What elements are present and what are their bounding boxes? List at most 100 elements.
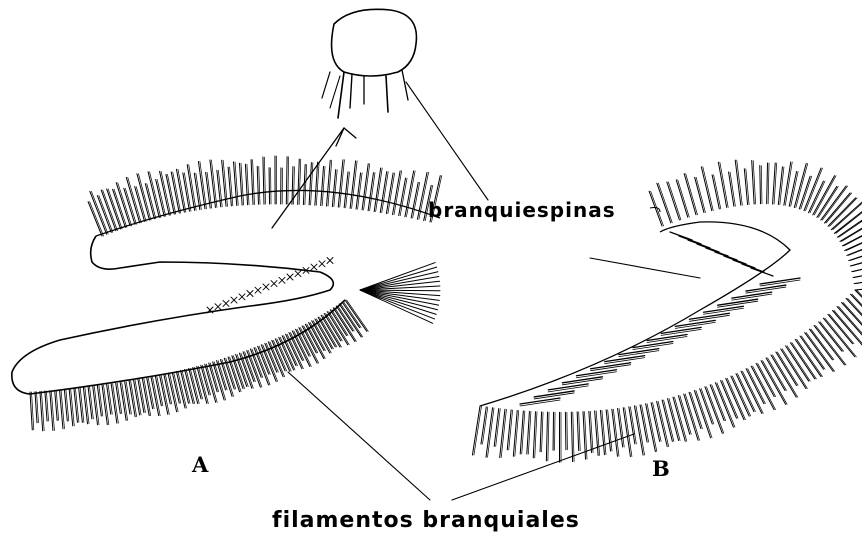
inset-spine — [322, 72, 330, 98]
arch-b-filament — [743, 371, 764, 413]
arch-b-filament — [649, 191, 662, 226]
arch-a-filament — [157, 179, 166, 216]
arch-a-filament — [362, 164, 368, 210]
leader-filamentos-b — [452, 434, 634, 500]
arch-a-filament — [50, 391, 53, 431]
arch-b-filament — [744, 169, 747, 205]
arch-b-filament — [684, 174, 696, 215]
arch-b-filament — [571, 412, 572, 462]
arch-b-raker — [733, 260, 755, 268]
arch-b-raker — [679, 236, 701, 244]
arch-b-filament — [696, 177, 705, 212]
arch-b-filament — [848, 298, 862, 330]
arch-b-raker — [742, 264, 764, 272]
arch-b-filament — [712, 175, 719, 209]
arch-b-filament — [729, 172, 734, 206]
arch-b-filament — [814, 326, 844, 365]
arch-a-filament — [284, 336, 298, 366]
arch-b-filament — [823, 318, 854, 357]
arch-b-filament — [794, 163, 806, 207]
arch-b-filament — [806, 333, 834, 372]
inset-raker-body — [332, 9, 417, 76]
inset-spine — [386, 76, 388, 112]
arch-a-filament — [321, 166, 324, 205]
leader-inset-arrowhead — [344, 128, 356, 138]
arch-a-filament — [131, 381, 137, 417]
arch-a-filament — [139, 379, 145, 412]
arch-b-filament — [474, 406, 482, 455]
label-branquiespinas: branquiespinas — [428, 198, 616, 222]
arch-a-filament — [151, 377, 159, 416]
arch-b-filament — [768, 163, 769, 204]
arch-b-filament — [761, 166, 762, 204]
arch-a-filament — [160, 171, 170, 215]
arch-b-filament — [546, 412, 547, 461]
arch-a-filament — [406, 171, 415, 217]
leader-branquiespinas-b — [590, 258, 700, 278]
arch-b-filament — [816, 326, 846, 365]
arch-a-filament — [257, 166, 258, 204]
arch-b-raker — [688, 240, 710, 248]
arch-b-filament — [703, 167, 713, 211]
arch-b-filament — [678, 396, 689, 435]
arch-b-filament — [791, 171, 798, 206]
arch-b-filament — [647, 404, 657, 452]
leader-filamentos-a — [288, 372, 430, 500]
arch-b-filament — [487, 408, 494, 457]
arch-a-filament — [88, 202, 102, 236]
arch-a-filament — [145, 184, 154, 219]
arch-a-filament — [360, 272, 438, 290]
arch-b-filament — [567, 412, 568, 450]
arch-a-filament — [374, 168, 381, 212]
arch-b-filament — [667, 182, 680, 220]
arch-b-filament — [625, 408, 632, 457]
arch-b-filament — [735, 160, 741, 205]
arch-b-filament — [760, 166, 761, 204]
arch-b-filament — [573, 412, 574, 462]
arch-a-filament — [228, 167, 231, 206]
arch-b-raker — [697, 244, 719, 252]
arch-a-filament — [128, 177, 141, 222]
arch-b-filament — [664, 400, 674, 441]
arch-b-filament — [784, 162, 791, 205]
arch-b-filament — [825, 318, 856, 357]
arch-a-filament — [102, 385, 107, 425]
panel-label-b: B — [652, 456, 670, 481]
arch-a-filament — [200, 161, 207, 208]
arch-b-filament — [696, 391, 712, 438]
arch-b-filament — [481, 407, 486, 444]
arch-a-filament — [298, 159, 300, 204]
arch-a-filament — [288, 157, 289, 204]
arch-b-filament — [767, 163, 768, 204]
arch-b-filament — [589, 411, 592, 452]
arch-b-filament — [548, 412, 549, 461]
arch-a-filament — [64, 389, 67, 421]
leader-lines — [272, 82, 700, 500]
arch-b-filament — [520, 411, 523, 454]
arch-b-filament — [577, 412, 579, 451]
arch-b-raker — [670, 232, 692, 240]
arch-a-filament — [234, 162, 237, 206]
label-filamentos-branquiales: filamentos branquiales — [272, 508, 580, 533]
arch-b-filament — [565, 412, 566, 450]
inset-spine — [402, 70, 408, 100]
arch-a-filament — [261, 345, 276, 382]
arch-b-filament — [721, 381, 737, 419]
arch-b-filament — [646, 404, 656, 452]
arch-b-filament — [472, 406, 480, 455]
arch-a-filament — [183, 173, 190, 211]
arch-b-filament — [805, 333, 833, 372]
arch-b-filament — [789, 171, 796, 206]
gill-arch-a — [12, 156, 442, 431]
arch-b-filament — [612, 409, 618, 456]
arch-a-filament — [111, 384, 117, 423]
arch-b-filament — [714, 175, 721, 209]
arch-a-filament — [368, 173, 373, 211]
arch-a-filament — [263, 157, 264, 204]
arch-a-filament — [122, 382, 128, 420]
arch-a-filament — [259, 166, 260, 204]
arch-b-filament — [852, 254, 862, 266]
arch-b-raker — [724, 256, 746, 264]
